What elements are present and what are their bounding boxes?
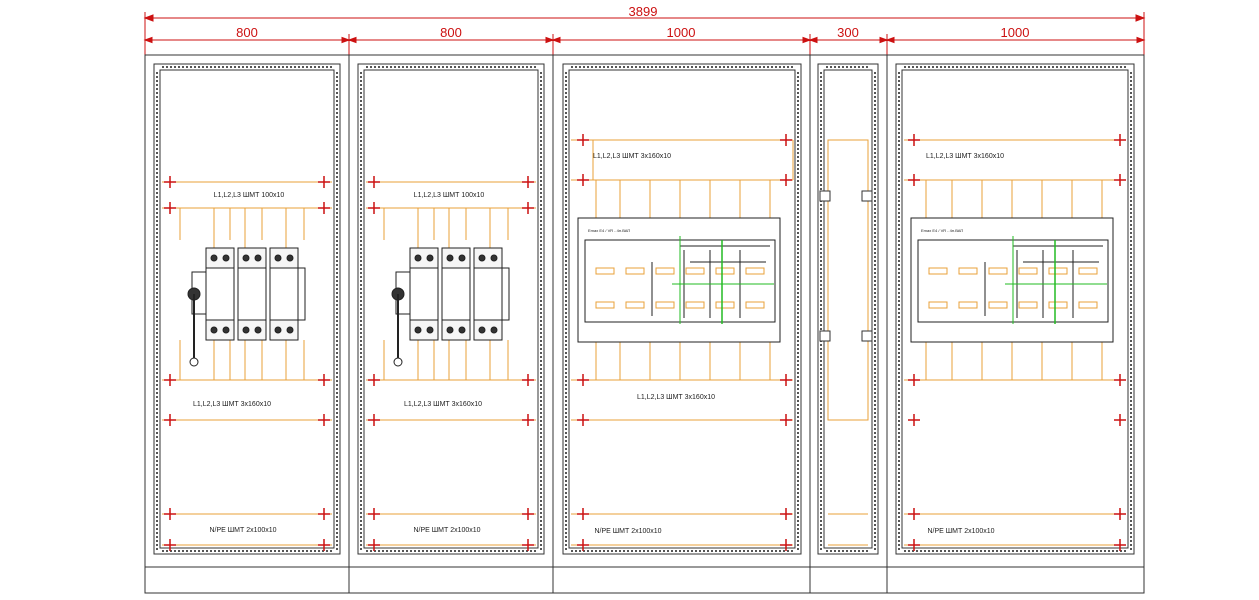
section-connectors (819, 190, 873, 342)
cabinet-outline (144, 54, 1145, 594)
bus-label-sec3-mid: L1,L2,L3 ШМТ 3х160х10 (637, 394, 715, 401)
busbar-supports (164, 134, 1126, 551)
bus-label-sec5-bot: N/PE ШМТ 2х100х10 (927, 528, 994, 535)
bus-label-sec2-mid: L1,L2,L3 ШМТ 3х160х10 (404, 401, 482, 408)
section-frames (153, 63, 1135, 555)
bus-label-sec2-bot: N/PE ШМТ 2х100х10 (413, 527, 480, 534)
bus-label-sec1-top: L1,L2,L3 ШМТ 100х10 (214, 192, 285, 199)
section-width-label-2: 800 (440, 25, 462, 40)
bus-label-sec1-bot: N/PE ШМТ 2х100х10 (209, 527, 276, 534)
bus-label-sec2-top: L1,L2,L3 ШМТ 100х10 (414, 192, 485, 199)
bus-label-sec3-bot: N/PE ШМТ 2х100х10 (594, 528, 661, 535)
air-circuit-breaker-2 (910, 217, 1114, 343)
frame-perforation (156, 66, 1132, 552)
bus-label-sec3-top: L1,L2,L3 ШМТ 3х160х10 (593, 153, 671, 160)
switch-disconnector-1 (187, 247, 306, 367)
breaker-plate-label-1: Emax E4 / VR - 4н.ВАП (588, 228, 630, 233)
air-circuit-breaker-1 (577, 217, 781, 343)
dimension-lines (143, 12, 1146, 60)
total-width-label: 3899 (629, 4, 658, 19)
section-width-label-1: 800 (236, 25, 258, 40)
bus-label-sec5-top: L1,L2,L3 ШМТ 3х160х10 (926, 153, 1004, 160)
switch-disconnector-2 (391, 247, 510, 367)
section-width-label-4: 300 (837, 25, 859, 40)
section-width-label-3: 1000 (667, 25, 696, 40)
section-width-label-5: 1000 (1001, 25, 1030, 40)
bus-label-sec1-mid: L1,L2,L3 ШМТ 3х160х10 (193, 401, 271, 408)
breaker-plate-label-2: Emax E4 / VR - 4н.ВАП (921, 228, 963, 233)
